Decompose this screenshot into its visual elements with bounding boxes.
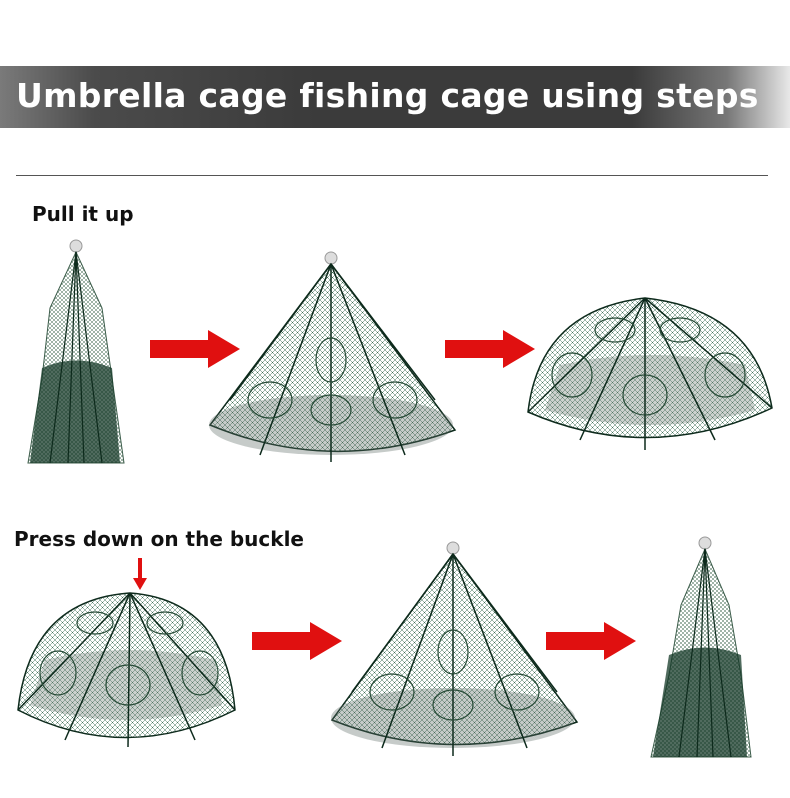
red-arrow-icon bbox=[150, 330, 240, 368]
open-cage-icon bbox=[17, 592, 236, 748]
step-label-pull-up: Pull it up bbox=[32, 202, 134, 226]
red-arrow-icon bbox=[252, 622, 342, 660]
step-label-press-down: Press down on the buckle bbox=[14, 527, 304, 551]
collapsed-cage-icon bbox=[27, 239, 125, 464]
collapsed-cage-icon bbox=[650, 536, 752, 758]
half-open-cage-icon bbox=[330, 541, 579, 756]
page-title: Umbrella cage fishing cage using steps bbox=[16, 76, 759, 115]
half-open-cage-icon bbox=[208, 251, 457, 462]
red-arrow-icon bbox=[546, 622, 636, 660]
divider bbox=[16, 175, 768, 176]
open-cage-icon bbox=[527, 297, 773, 450]
red-arrow-icon bbox=[445, 330, 535, 368]
red-pointer-arrow-icon bbox=[133, 558, 147, 590]
header-banner: Umbrella cage fishing cage using steps bbox=[0, 66, 790, 128]
